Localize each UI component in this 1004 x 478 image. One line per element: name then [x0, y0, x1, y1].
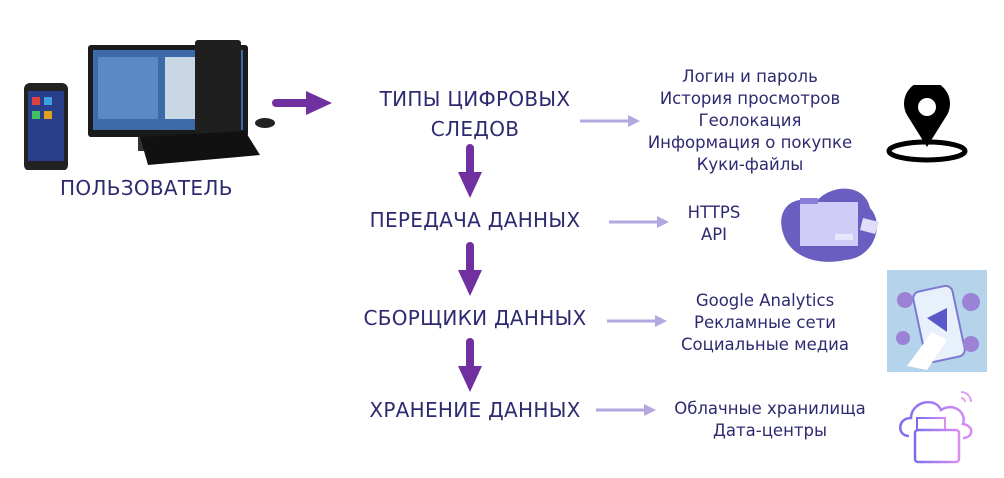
list-item: HTTPS — [687, 203, 741, 222]
list-item: Социальные медиа — [680, 335, 849, 354]
computer-and-phone-icon — [24, 40, 275, 170]
stage-title-line1: ТИПЫ ЦИФРОВЫХ — [379, 87, 571, 111]
list-item: Дата-центры — [713, 421, 827, 440]
stage-data-storage: ХРАНЕНИЕ ДАННЫХ — [369, 398, 581, 422]
arrow-right-icon — [272, 91, 332, 115]
list-item: Облачные хранилища — [674, 399, 866, 418]
cloud-storage-icon — [899, 391, 973, 464]
arrow-right-light-icon — [607, 315, 667, 327]
data-storage-list: Облачные хранилища Дата-центры — [650, 398, 890, 442]
list-item: Информация о покупке — [647, 133, 853, 152]
stage-data-collectors: СБОРЩИКИ ДАННЫХ — [363, 306, 587, 330]
footprint-types-list: Логин и пароль История просмотров Геолок… — [630, 66, 870, 176]
arrow-right-light-icon — [609, 216, 669, 228]
stage-title-line2: СЛЕДОВ — [430, 117, 520, 141]
list-item: Логин и пароль — [682, 67, 818, 86]
list-item: Google Analytics — [695, 291, 835, 310]
list-item: Куки-файлы — [696, 155, 804, 174]
list-item: Рекламные сети — [694, 313, 836, 332]
arrow-down-icon — [458, 242, 482, 296]
map-pin-icon — [886, 85, 968, 163]
arrow-down-icon — [458, 144, 482, 198]
social-media-phone-icon — [887, 270, 987, 372]
arrow-down-icon — [458, 338, 482, 392]
user-label: ПОЛЬЗОВАТЕЛЬ — [60, 176, 233, 200]
list-item: Геолокация — [698, 111, 802, 130]
arrow-right-light-icon — [580, 115, 640, 127]
stage-digital-footprint-types: ТИПЫ ЦИФРОВЫХ СЛЕДОВ — [340, 84, 610, 144]
list-item: История просмотров — [659, 89, 841, 108]
folder-icon — [781, 188, 879, 262]
stage-data-transfer: ПЕРЕДАЧА ДАННЫХ — [369, 208, 581, 232]
list-item: API — [700, 225, 728, 244]
arrow-right-light-icon — [596, 404, 656, 416]
data-collectors-list: Google Analytics Рекламные сети Социальн… — [660, 290, 870, 356]
data-transfer-list: HTTPS API — [664, 202, 764, 246]
